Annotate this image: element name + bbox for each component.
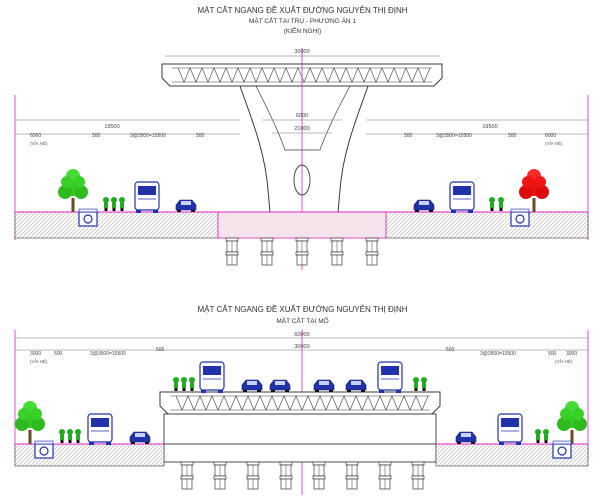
sidewalk-tag-left-2: (VỈA HÈ) [30, 358, 48, 364]
dim-lanes-left-2: 3@3500=10500 [90, 351, 126, 357]
section-2-subtitle: MẶT CẮT TẠI MỐ [276, 318, 329, 325]
bus-icon-deck-right [377, 361, 403, 394]
dim-strip-right-2a: 500 [548, 351, 557, 357]
section-1-subtitle: MẶT CẮT TẠI TRỤ - PHƯƠNG ÁN 1 [248, 18, 357, 25]
car-icon-left [175, 199, 197, 213]
motorbike-icon-2 [111, 197, 117, 211]
motorbike-icon-4 [489, 197, 495, 211]
motorbike-icon-deck-2 [181, 377, 187, 391]
motorbike-icon-right-2b [543, 429, 549, 443]
motorbike-icon-left-2b [67, 429, 73, 443]
motorbike-icon-deck-1 [173, 377, 179, 391]
dim-strip-left-2a: 500 [54, 351, 63, 357]
dim-strip-left-2b: 500 [156, 347, 165, 353]
drain-icon-left-2 [34, 440, 54, 459]
motorbike-icon-left-2c [75, 429, 81, 443]
car-icon-right [413, 199, 435, 213]
car-icon-deck-2 [269, 379, 291, 393]
motorbike-icon-1 [103, 197, 109, 211]
section-1-note: (KIẾN NGHỊ) [283, 28, 322, 35]
dim-strip-left-2: 500 [196, 133, 205, 139]
dim-lines-right [366, 119, 588, 135]
motorbike-icon-left-2a [59, 429, 65, 443]
piles-section-1 [225, 237, 379, 266]
car-icon-right-2 [455, 431, 477, 445]
deck-ribs-2 [170, 395, 430, 411]
dim-lanes-right: 3@3500=10500 [436, 133, 472, 139]
piles-section-2 [180, 461, 425, 490]
dim-sidewalk-left: 6000 [30, 133, 41, 139]
section-1-title: MẶT CẮT NGANG ĐỀ XUẤT ĐƯỜNG NGUYỄN THỊ Đ… [197, 6, 408, 15]
car-icon-deck-1 [241, 379, 263, 393]
dim-half-left: 19500 [104, 124, 119, 130]
dim-strip-left-1: 500 [92, 133, 101, 139]
sidewalk-tag-right-2: (VỈA HÈ) [555, 358, 573, 364]
motorbike-icon-5 [498, 197, 504, 211]
dim-sidewalk-right-2: 3000 [566, 351, 577, 357]
dim-lanes-left: 3@3500=10500 [130, 133, 166, 139]
dim-sidewalk-left-2: 3000 [30, 351, 41, 357]
car-icon-deck-4 [345, 379, 367, 393]
abutment [163, 413, 437, 445]
sidewalk-tag-right: (VỈA HÈ) [545, 140, 563, 146]
ground-left [14, 211, 219, 239]
car-icon-left-2 [129, 431, 151, 445]
dim-lines-left [15, 119, 240, 135]
car-icon-deck-3 [313, 379, 335, 393]
motorbike-icon-right-2a [535, 429, 541, 443]
pier-inner-line [255, 85, 351, 151]
abutment-footing [163, 443, 437, 463]
dim-pier-top: 6000 [296, 113, 308, 119]
bus-icon-right-2 [497, 413, 523, 446]
tree-icon-right [519, 169, 549, 212]
tree-icon-right-2 [557, 401, 587, 444]
section-2-title: MẶT CẮT NGANG ĐỀ XUẤT ĐƯỜNG NGUYỄN THỊ Đ… [197, 305, 408, 314]
bus-icon-left [134, 181, 160, 214]
dim-half-right: 19500 [482, 124, 497, 130]
tree-icon-left-2 [15, 401, 45, 444]
ground-right [385, 211, 589, 239]
bus-icon-deck-left [199, 361, 225, 394]
drain-icon-left [78, 208, 98, 227]
motorbike-icon-deck-4 [413, 377, 419, 391]
motorbike-icon-deck-3 [189, 377, 195, 391]
dim-sidewalk-right: 6000 [545, 133, 556, 139]
dim-strip-right-2: 500 [404, 133, 413, 139]
motorbike-icon-3 [119, 197, 125, 211]
tree-icon-left [58, 169, 88, 212]
drain-icon-right-2 [552, 440, 572, 459]
pile-cap [217, 211, 387, 239]
dim-lanes-right-2: 3@3500=10500 [480, 351, 516, 357]
dim-strip-right-2b: 500 [446, 347, 455, 353]
motorbike-icon-deck-5 [421, 377, 427, 391]
bus-icon-right [449, 181, 475, 214]
dim-pier-inner: 21000 [294, 126, 309, 132]
sidewalk-tag-left: (VỈA HÈ) [30, 140, 48, 146]
dim-strip-right-1: 500 [508, 133, 517, 139]
bus-icon-left-2 [87, 413, 113, 446]
drain-icon-right [510, 208, 530, 227]
